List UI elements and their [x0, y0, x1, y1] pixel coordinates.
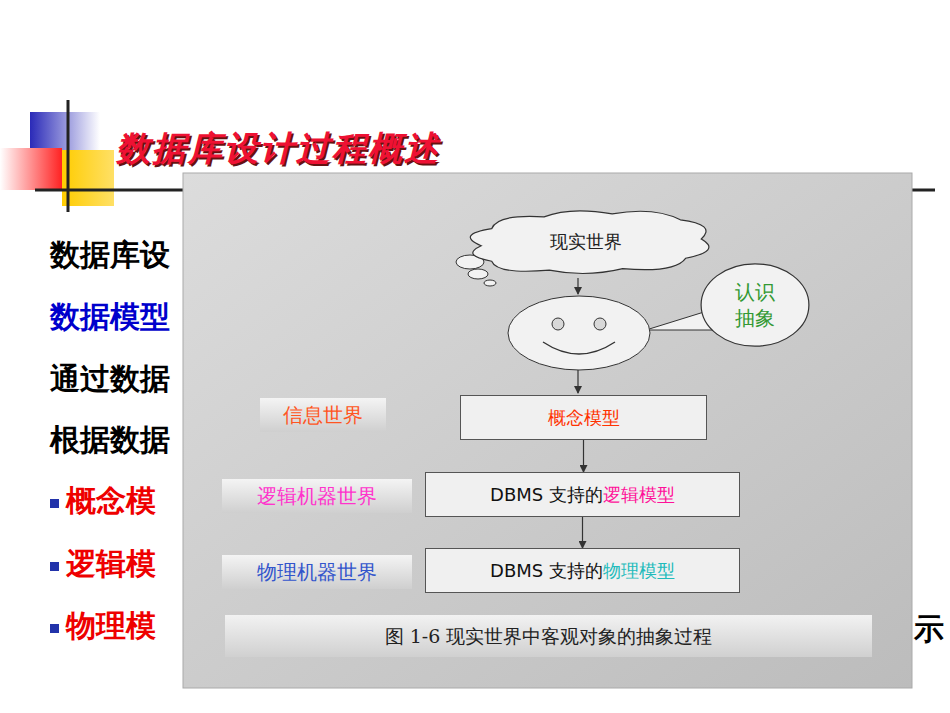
slide-text: 数据库设: [50, 236, 170, 274]
flow-arrow: [583, 440, 584, 472]
callout-bubble: 认识 抽象: [700, 263, 810, 347]
slide-text: 根据数据: [50, 421, 170, 459]
world-label: 逻辑机器世界: [222, 479, 412, 513]
caption-band: [225, 615, 872, 657]
slide-text: 概念模: [66, 482, 156, 520]
model-box: DBMS 支持的物理模型: [425, 548, 740, 593]
slide-title: 数据库设计过程概述: [116, 126, 440, 172]
bubble-outline: [700, 263, 810, 347]
bullet: [50, 499, 59, 508]
slide-text: 示: [914, 610, 944, 648]
model-box: 概念模型: [460, 395, 707, 440]
slide-text: 通过数据: [50, 360, 170, 398]
node-text: 物理模型: [603, 559, 675, 582]
node-text: 信息世界: [283, 402, 363, 428]
deco-square: [0, 148, 62, 190]
node-text: 概念模型: [548, 406, 620, 429]
node-text: 物理机器世界: [257, 559, 377, 585]
face-eye: [552, 318, 564, 330]
arrow: [577, 278, 578, 294]
bullet: [50, 562, 59, 571]
node-text: 逻辑模型: [603, 483, 675, 506]
face-eye: [594, 318, 606, 330]
bullet: [50, 624, 59, 633]
slide-text: 物理模: [66, 607, 156, 645]
deco-line: [67, 100, 70, 212]
slide-text: 数据模型: [50, 298, 170, 336]
model-box: DBMS 支持的逻辑模型: [425, 472, 740, 517]
node-text: 现实世界: [550, 230, 622, 253]
bubble-ellipse: [701, 264, 809, 346]
world-label: 物理机器世界: [222, 555, 412, 589]
cloud-puff: [468, 269, 488, 279]
world-label: 信息世界: [260, 398, 386, 432]
node-text: DBMS 支持的: [490, 483, 603, 506]
figure-panel: [183, 173, 912, 688]
arrow: [577, 370, 578, 393]
figure-caption: 图 1-6 现实世界中客观对象的抽象过程: [225, 615, 872, 657]
face-smile: [543, 342, 615, 354]
node-text: DBMS 支持的: [490, 559, 603, 582]
deco-square: [62, 150, 114, 206]
node-text: 认识 抽象: [732, 279, 778, 331]
cloud-shape: 现实世界: [455, 205, 717, 279]
smiley-face: [508, 296, 650, 370]
node-text: 逻辑机器世界: [257, 483, 377, 509]
cloud-puff: [484, 280, 496, 286]
slide-text: 逻辑模: [66, 545, 156, 583]
flow-arrow: [582, 517, 583, 548]
cloud-path: [470, 211, 709, 274]
